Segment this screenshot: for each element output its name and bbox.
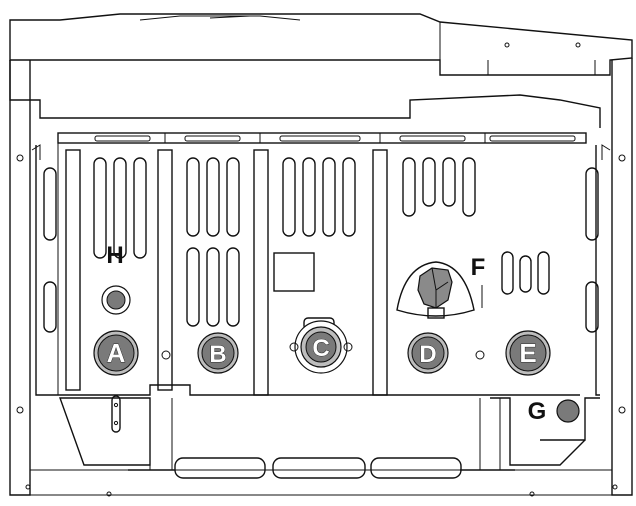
ventilation-slots xyxy=(93,157,550,327)
top-casing xyxy=(9,13,633,128)
label-h: H xyxy=(106,242,123,269)
label-f: F xyxy=(471,254,486,281)
labels: A B C D E F G H xyxy=(106,242,546,425)
label-g: G xyxy=(528,398,547,425)
inner-chassis xyxy=(31,132,611,396)
label-c: C xyxy=(312,335,329,362)
label-e: E xyxy=(519,338,536,368)
label-d: D xyxy=(419,341,436,368)
panel-top-slots xyxy=(94,133,576,143)
label-a: A xyxy=(107,338,126,368)
panel-dividers xyxy=(65,149,388,396)
lower-section xyxy=(59,395,600,479)
connectors xyxy=(93,285,580,423)
valve-f xyxy=(396,261,483,319)
label-b: B xyxy=(209,341,226,368)
